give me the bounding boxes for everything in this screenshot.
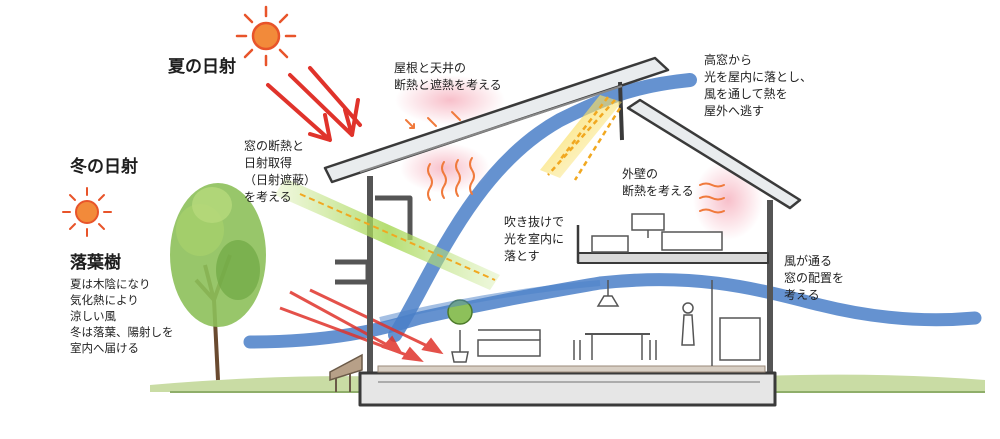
deciduous-tree — [170, 183, 266, 381]
winter-sun-icon — [62, 187, 112, 237]
roof-insulation-label: 屋根と天井の 断熱と遮熱を考える — [394, 61, 502, 92]
clerestory-light-beam — [540, 95, 622, 181]
ceiling-heat-glow — [400, 143, 490, 193]
interior-furniture — [447, 213, 761, 366]
deciduous-tree-title: 落葉樹 — [70, 253, 121, 273]
wind-window-label: 風が通る 窓の配置を 考える — [784, 254, 845, 302]
interior-floor — [377, 365, 766, 373]
winter-sun-label: 冬の日射 — [70, 157, 138, 177]
summer-sun-label: 夏の日射 — [168, 57, 236, 77]
heat-wave-arrows — [405, 111, 725, 214]
summer-ray-arrows — [266, 66, 362, 142]
roof-heat-glow — [395, 75, 505, 125]
wall-insulation-label: 外壁の 断熱を考える — [622, 167, 694, 198]
wind-flow-lower — [243, 273, 982, 349]
summer-sun-icon — [235, 5, 297, 67]
atrium-light-label: 吹き抜けで 光を室内に 落とす — [504, 215, 565, 263]
house — [323, 56, 802, 407]
wind-flow-upper — [388, 73, 697, 342]
wind-flow-inner — [379, 280, 601, 323]
wood-deck — [329, 353, 363, 392]
window-insulation-label: 窓の断熱と 日射取得 （日射遮蔽） を考える — [244, 139, 317, 204]
window-sunlight-beam — [275, 178, 500, 290]
winter-ray-arrows — [279, 288, 444, 362]
clerestory-label: 高窓から 光を屋内に落とし、 風を通して熱を 屋外へ逃す — [704, 53, 813, 118]
deciduous-tree-description: 夏は木陰になり 気化熱により 涼しい風 冬は落葉、陽射しを 室内へ届ける — [70, 277, 174, 355]
